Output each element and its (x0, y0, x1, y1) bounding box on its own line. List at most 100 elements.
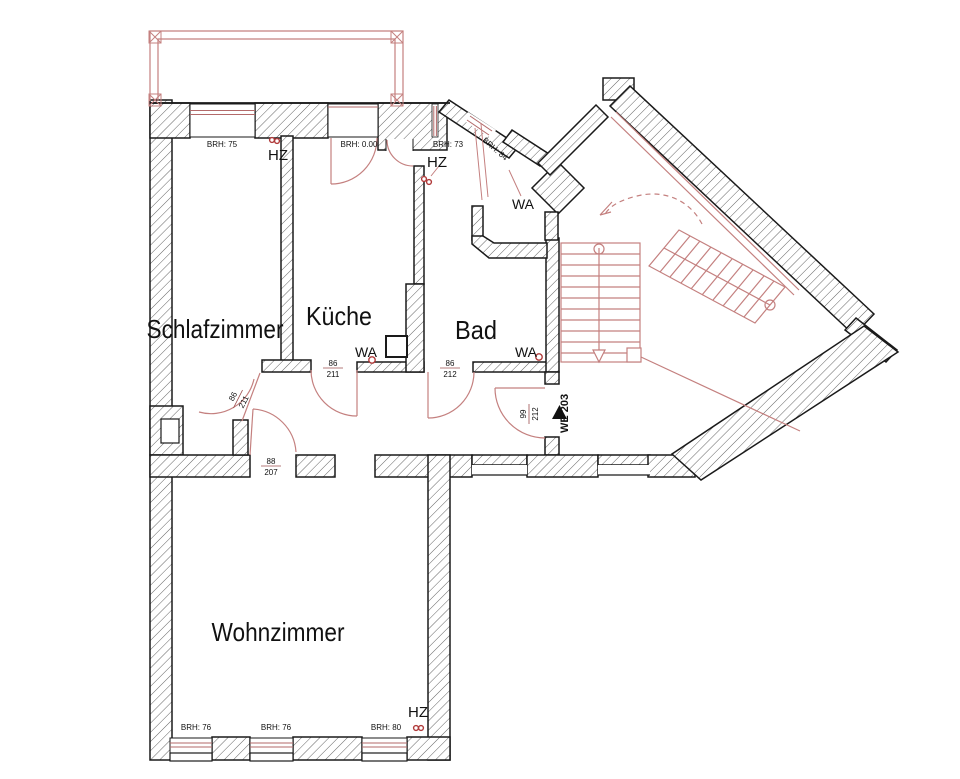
wall-stair-ne (608, 84, 876, 337)
stair-handrail-2 (610, 116, 795, 296)
door-arcs (198, 137, 546, 456)
radiator-marker-living (412, 724, 420, 732)
window-slot-bath (431, 103, 439, 138)
stair-flight-diagonal (648, 229, 786, 324)
red-annotations (148, 30, 801, 748)
wall-living-pier-1 (211, 736, 251, 761)
water-label-nook: WA (512, 196, 535, 212)
dim-den: 207 (264, 468, 278, 477)
stair-direction-arrow (592, 349, 606, 364)
wall-stair-se (670, 325, 900, 481)
wall-top-pier-1 (149, 102, 191, 139)
door-bath-hall (427, 371, 475, 419)
radiator-marker-bath-2 (425, 178, 433, 186)
shaft-block-kitchen (385, 335, 408, 358)
wall-hall-bottom-2 (295, 454, 336, 478)
dim-door-living: 88 207 (261, 457, 281, 477)
stair-curved-arrowhead (599, 201, 613, 216)
sill-label-balcony-door: BRH: 0.00 (341, 140, 378, 149)
landing-recess-1 (472, 465, 527, 475)
entrance-triangle-icon (552, 405, 567, 419)
wall-nook-bottom (471, 235, 548, 259)
dim-den: 211 (237, 394, 251, 410)
stair-walkline-diagonal (663, 247, 771, 306)
door-small-opening (386, 139, 413, 151)
dim-line (233, 389, 243, 409)
stair-handrail-1 (615, 111, 800, 291)
dim-door-bath: 86 212 (440, 359, 460, 379)
window-reveal-line-2 (480, 123, 489, 198)
unit-label: WE 203 (559, 394, 571, 433)
door-living-hall (249, 408, 297, 456)
room-labels: Schlafzimmer Küche Bad Wohnzimmer (147, 301, 498, 647)
sill-label-bath: BRH: 73 (433, 140, 464, 149)
dim-den: 212 (443, 370, 457, 379)
hz-leader-kitchen (430, 165, 440, 177)
openings (150, 102, 650, 762)
dim-num: 99 (519, 409, 528, 418)
wa-leader-nook (508, 169, 522, 197)
door-entrance (494, 387, 546, 439)
window-living-2 (249, 737, 294, 762)
water-label-kitchen: WA (355, 344, 378, 360)
door-balcony-opening (327, 103, 379, 138)
wall-shaft-diamond (530, 160, 586, 216)
wall-living-right (427, 454, 451, 761)
radiator-labels: HZ HZ HZ (268, 147, 447, 721)
radiator-label-bedroom: HZ (268, 147, 288, 164)
wall-kitchen-bottom-left (261, 359, 312, 373)
landing-recess-2 (598, 465, 650, 475)
room-label-living: Wohnzimmer (212, 617, 345, 647)
dim-num: 86 (329, 359, 338, 368)
wall-living-pier-2 (292, 736, 363, 761)
window-glazing-lines (170, 106, 493, 748)
window-living-1 (169, 737, 213, 762)
wall-landing-sill-1 (471, 454, 528, 466)
window-diagonal-slot (463, 112, 496, 138)
wall-top-pier-2 (254, 102, 329, 139)
room-label-bath: Bad (455, 315, 497, 345)
dim-den: 211 (327, 370, 340, 379)
wall-hall-bottom-4 (526, 454, 599, 478)
radiator-marker-bedroom-2 (273, 137, 281, 145)
sill-label-living-1: BRH: 76 (181, 723, 212, 732)
door-small-kitchen-bath (386, 139, 414, 167)
radiator-label-living: HZ (408, 704, 428, 721)
door-kitchen-hall (310, 369, 358, 417)
wall-landing-sill-2 (597, 454, 651, 466)
balcony-posts (148, 30, 404, 107)
room-label-kitchen: Küche (306, 301, 372, 331)
radiator-marker-bedroom (268, 136, 276, 144)
wall-stair-link (536, 103, 610, 177)
water-marker-bath (535, 353, 543, 361)
wall-bath-bottom (472, 361, 548, 373)
wall-door-spur (232, 419, 249, 456)
stair-flight-straight (560, 242, 641, 363)
room-label-bedroom: Schlafzimmer (147, 314, 284, 344)
wall-entry-jamb-bottom (544, 436, 560, 456)
door-balcony-kitchen (330, 137, 378, 185)
stair-newel (626, 347, 642, 363)
wall-bath-right (545, 237, 560, 373)
wall-shaft-connector (544, 211, 559, 241)
radiator-label-bath: HZ (427, 154, 447, 171)
radiator-marker-living-2 (417, 724, 425, 732)
wall-living-pier-3 (406, 736, 451, 761)
dim-den: 212 (531, 407, 540, 421)
water-label-bath: WA (515, 344, 538, 360)
dim-door-entrance: 99 212 (519, 404, 540, 424)
sill-label-living-2: BRH: 76 (261, 723, 292, 732)
stair-walkline-diagonal-start (764, 299, 776, 311)
window-reveal-line-1 (474, 127, 483, 201)
wall-kitchen-bath-upper (413, 165, 425, 285)
wall-niche (160, 418, 180, 444)
dim-door-kitchen: 86 211 (323, 359, 343, 379)
window-living-3 (361, 737, 408, 762)
dim-door-bedroom: 86 211 (227, 389, 251, 410)
walls (149, 77, 900, 761)
wall-hall-bottom-3 (374, 454, 473, 478)
stair-curved-arrow (604, 193, 703, 225)
water-labels: WA WA WA (355, 196, 538, 360)
